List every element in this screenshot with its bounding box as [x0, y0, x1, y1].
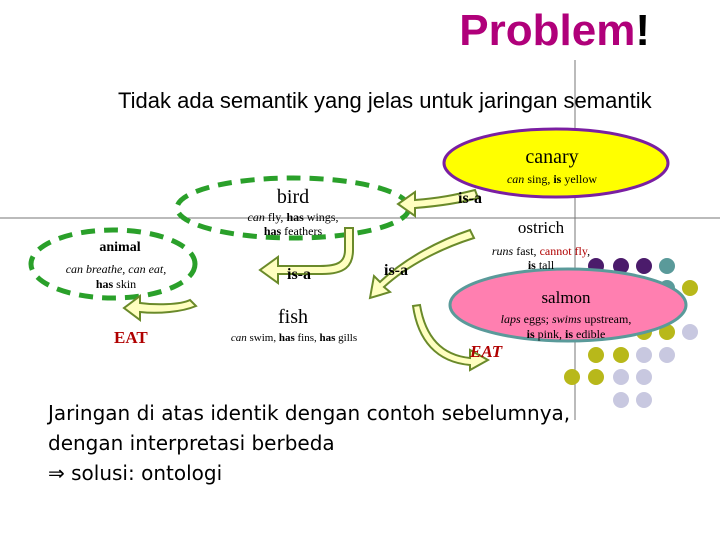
dot — [613, 258, 629, 274]
edge-arrows — [122, 188, 491, 372]
bird-attributes: can fly, has wings, has feathers — [248, 210, 339, 238]
ostrich-attr-end: , — [587, 244, 591, 258]
implies-arrow-icon: ⇒ — [48, 461, 65, 485]
salmon-attr-swims: swims — [552, 312, 582, 326]
edge-label-isa-bird: is-a — [287, 266, 311, 283]
fish-attr-rest2: fins, — [294, 332, 320, 344]
ostrich-label: ostrich — [517, 218, 565, 237]
animal-node-shape — [28, 227, 198, 301]
canary-attr-rest2: yellow — [561, 172, 598, 186]
ostrich-attr-rest: fast, — [513, 244, 540, 258]
salmon-attr-rest2: upstream, — [581, 312, 632, 326]
ostrich-attributes: runs fast, cannot fly, is tall — [492, 244, 590, 272]
arrow-canary-to-bird — [396, 188, 480, 218]
canary-label: canary — [525, 146, 579, 168]
dot — [636, 258, 652, 274]
dot — [659, 258, 675, 274]
salmon-attr-lays: laps — [500, 312, 521, 326]
edge-label-isa-canary: is-a — [458, 190, 482, 207]
salmon-attr-line1: laps eggs; swims upstream, — [501, 312, 632, 327]
edge-label-eat-salmon: EAT — [470, 342, 503, 361]
dot — [613, 369, 629, 385]
dot — [682, 324, 698, 340]
salmon-label: salmon — [541, 288, 591, 307]
arrow-eat-animal — [122, 294, 198, 322]
bird-attr-rest2: wings, — [303, 210, 339, 224]
arrow-fish-to-animal — [258, 227, 354, 285]
fish-attr-rest3: gills — [335, 332, 358, 344]
dot — [613, 392, 629, 408]
canary-attributes: can sing, is yellow — [507, 172, 597, 187]
dot — [588, 369, 604, 385]
edge-label-isa-ostrich: is-a — [384, 262, 408, 279]
title-exclamation: ! — [635, 6, 650, 55]
canary-node-shape — [442, 127, 670, 199]
ostrich-attr-rest2: tall — [535, 258, 555, 272]
bird-attr-line1: can fly, has wings, — [248, 210, 339, 224]
page-title: Problem! — [0, 6, 650, 56]
canary-attr-can: can — [506, 172, 525, 186]
salmon-attributes: laps eggs; swims upstream, is pink, is e… — [501, 312, 632, 342]
salmon-attr-rest4: edible — [573, 327, 606, 341]
canary-attr-rest: sing, — [524, 172, 554, 186]
ostrich-attr-is: is — [527, 258, 536, 272]
subtitle: Tidak ada semantik yang jelas untuk jari… — [118, 88, 652, 113]
bird-attr-has: has — [286, 210, 304, 224]
salmon-attr-line2: is pink, is edible — [501, 327, 632, 342]
bird-attr-rest3: feathers — [281, 224, 323, 238]
dot — [564, 369, 580, 385]
dot — [636, 369, 652, 385]
dot — [588, 347, 604, 363]
ostrich-attr-runs: runs — [491, 244, 514, 258]
fish-attr-has: has — [278, 332, 295, 344]
dot — [682, 280, 698, 296]
dot — [613, 347, 629, 363]
bird-attr-can: can — [247, 210, 265, 224]
fish-attr-has2: has — [319, 332, 336, 344]
conclusion-text: Jaringan di atas identik dengan contoh s… — [48, 398, 570, 488]
salmon-attr-rest3: pink, — [534, 327, 566, 341]
ostrich-attr-line1: runs fast, cannot fly, — [492, 244, 590, 258]
bird-attr-line2: has feathers — [248, 224, 339, 238]
conclusion-line1: Jaringan di atas identik dengan contoh s… — [48, 401, 571, 425]
bird-label: bird — [276, 186, 310, 208]
conclusion-line3-text: solusi: ontologi — [64, 461, 223, 485]
animal-attr-rest: skin — [113, 277, 137, 291]
salmon-attr-is: is — [526, 327, 535, 341]
fish-attr-rest: swim, — [246, 332, 279, 344]
edge-label-eat-animal: EAT — [114, 328, 148, 347]
salmon-attr-is2: is — [565, 327, 574, 341]
arrow-eat-salmon — [411, 303, 491, 372]
animal-attr-line2: has skin — [66, 277, 167, 292]
arrow-ostrich-to-bird — [368, 228, 476, 300]
bird-attr-has2: has — [263, 224, 282, 238]
title-text: Problem — [459, 6, 636, 55]
ostrich-attr-cannot: cannot fly — [539, 244, 588, 258]
animal-label: animal — [99, 240, 141, 255]
bird-attr-rest: fly, — [264, 210, 287, 224]
fish-label: fish — [278, 306, 308, 328]
fish-attr-can: can — [230, 332, 247, 344]
salmon-node-shape — [448, 267, 688, 343]
salmon-attr-rest: eggs; — [520, 312, 553, 326]
canary-attr-is: is — [553, 172, 562, 186]
animal-attr-line1: can breathe, can eat, — [65, 262, 167, 276]
animal-attributes: can breathe, can eat, has skin — [66, 262, 167, 292]
dot — [659, 347, 675, 363]
dot — [636, 347, 652, 363]
dot — [636, 392, 652, 408]
fish-attributes: can swim, has fins, has gills — [231, 332, 357, 344]
conclusion-line2: dengan interpretasi berbeda — [48, 431, 335, 455]
ostrich-attr-line2: is tall — [492, 258, 590, 272]
conclusion-line3: ⇒ solusi: ontologi — [48, 458, 570, 488]
animal-attr-has: has — [95, 277, 114, 291]
